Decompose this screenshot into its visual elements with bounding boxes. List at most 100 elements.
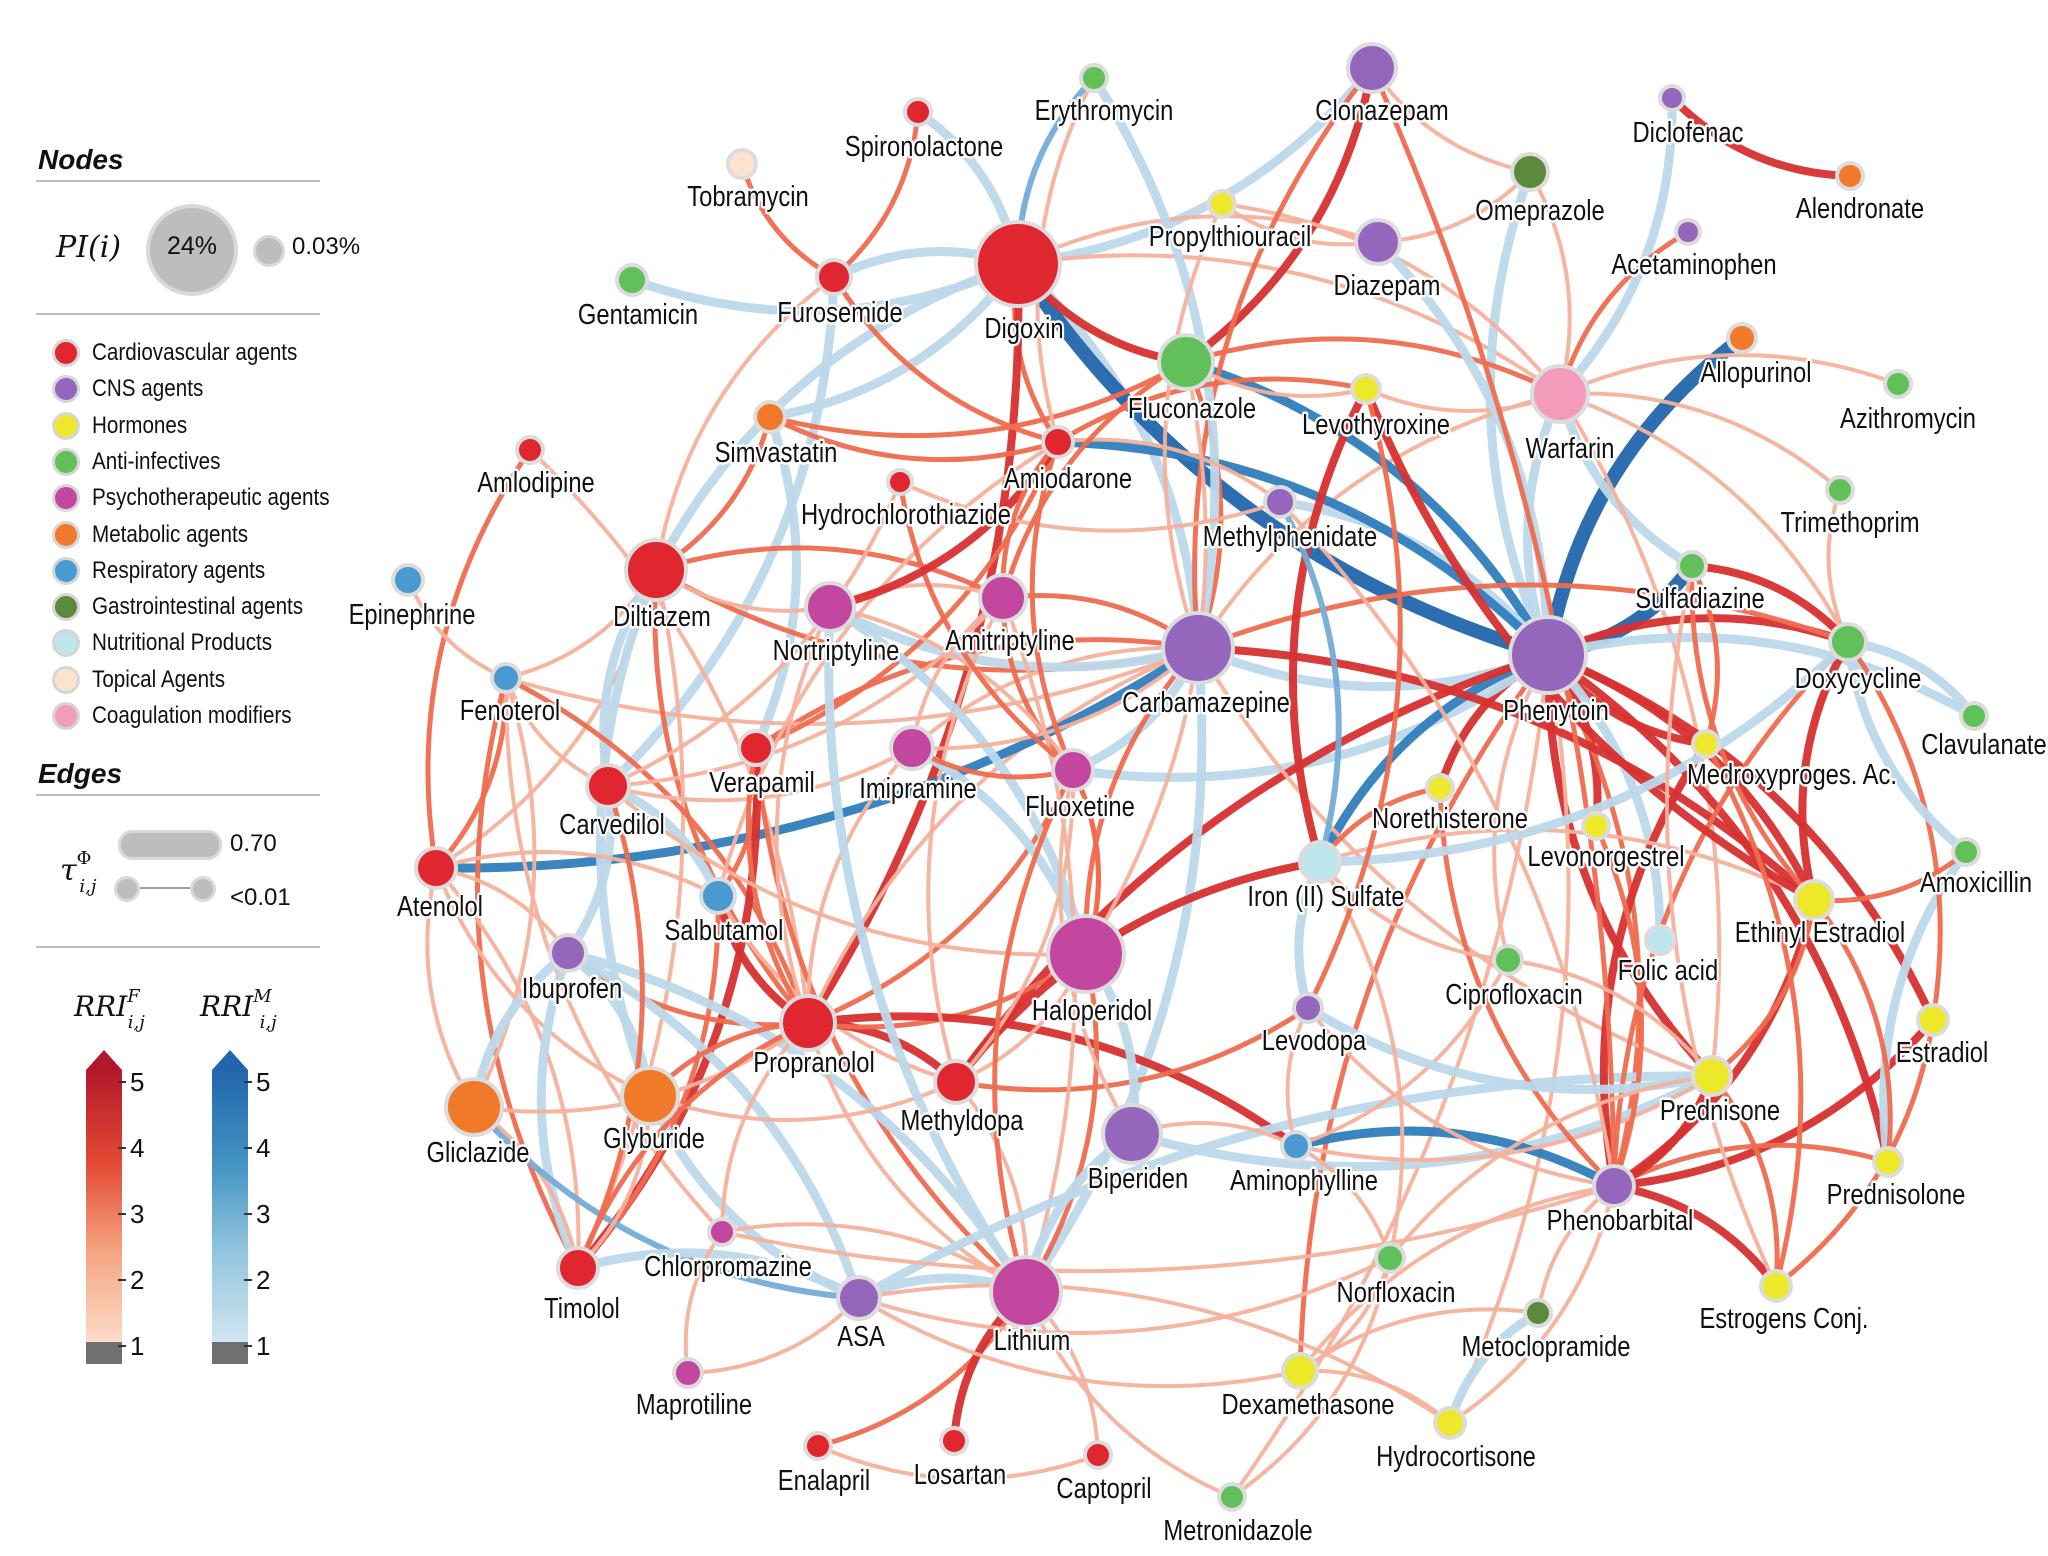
node-Metoclopramide[interactable] bbox=[1523, 1298, 1553, 1328]
node-Clavulanate[interactable] bbox=[1959, 701, 1989, 731]
node-label: Maprotiline bbox=[636, 1388, 752, 1421]
node-Fluoxetine[interactable] bbox=[1051, 748, 1095, 792]
node-Atenolol[interactable] bbox=[414, 846, 458, 890]
node-Lithium[interactable] bbox=[989, 1255, 1063, 1329]
node-Medroxyproges[interactable] bbox=[1691, 729, 1721, 759]
node-Verapamil[interactable] bbox=[737, 729, 775, 767]
node-Imipramine[interactable] bbox=[889, 725, 935, 771]
node-EstrogensConj[interactable] bbox=[1759, 1269, 1793, 1303]
node-label: Norethisterone bbox=[1372, 802, 1528, 835]
edge-Simvastatin-Fluconazole bbox=[767, 359, 1189, 439]
node-Phenytoin[interactable] bbox=[1508, 615, 1588, 695]
node-Methyldopa[interactable] bbox=[933, 1059, 979, 1105]
node-Carbamazepine[interactable] bbox=[1161, 611, 1235, 685]
node-Propylthiouracil[interactable] bbox=[1207, 189, 1237, 219]
rri-female-label: RRIFi,j bbox=[74, 986, 157, 1033]
node-Maprotiline[interactable] bbox=[672, 1357, 704, 1389]
node-Dexamethasone[interactable] bbox=[1281, 1352, 1319, 1390]
node-Furosemide[interactable] bbox=[815, 258, 853, 296]
node-label: Phenobarbital bbox=[1547, 1204, 1694, 1237]
category-label: Anti-infectives bbox=[92, 447, 221, 475]
node-Tobramycin[interactable] bbox=[726, 148, 758, 180]
node-label: Tobramycin bbox=[687, 180, 809, 213]
node-Diazepam[interactable] bbox=[1354, 218, 1402, 266]
node-Iron[interactable] bbox=[1298, 840, 1342, 884]
node-Methylphenidate[interactable] bbox=[1263, 485, 1297, 519]
node-Hydrocortisone[interactable] bbox=[1433, 1406, 1467, 1440]
edge-ASA-Timolol bbox=[573, 1248, 864, 1303]
category-swatch bbox=[52, 665, 80, 694]
edge-Sulfadiazine-Medroxyproges bbox=[1689, 563, 1720, 747]
node-Norfloxacin[interactable] bbox=[1374, 1242, 1406, 1274]
category-label: Topical Agents bbox=[92, 665, 226, 693]
node-Ciprofloxacin[interactable] bbox=[1492, 944, 1524, 976]
node-Epinephrine[interactable] bbox=[391, 563, 425, 597]
node-Haloperidol[interactable] bbox=[1046, 914, 1126, 994]
node-Estradiol[interactable] bbox=[1916, 1003, 1950, 1037]
node-Metronidazole[interactable] bbox=[1217, 1482, 1247, 1512]
node-Allopurinol[interactable] bbox=[1726, 322, 1758, 354]
node-Sulfadiazine[interactable] bbox=[1676, 550, 1708, 582]
edge-Doxycycline-Sulfadiazine bbox=[1688, 562, 1852, 646]
node-Glyburide[interactable] bbox=[620, 1066, 680, 1126]
edge-Warfarin-Fluconazole bbox=[1183, 336, 1563, 397]
node-Losartan[interactable] bbox=[939, 1426, 969, 1456]
node-Aminophylline[interactable] bbox=[1280, 1130, 1312, 1162]
node-Phenobarbital[interactable] bbox=[1592, 1164, 1636, 1208]
node-Trimethoprim[interactable] bbox=[1825, 475, 1855, 505]
node-Hydrochlorothiazide[interactable] bbox=[886, 468, 914, 496]
node-Clonazepam[interactable] bbox=[1346, 42, 1398, 94]
node-Levonorgestrel[interactable] bbox=[1581, 811, 1611, 841]
node-Carvedilol[interactable] bbox=[585, 763, 631, 809]
category-swatch bbox=[52, 447, 80, 476]
node-Amoxicillin[interactable] bbox=[1951, 837, 1981, 867]
node-Erythromycin[interactable] bbox=[1079, 63, 1109, 93]
node-Digoxin[interactable] bbox=[974, 220, 1062, 308]
node-Propranolol[interactable] bbox=[779, 994, 837, 1052]
node-ASA[interactable] bbox=[836, 1275, 882, 1321]
node-EthinylEstradiol[interactable] bbox=[1793, 879, 1835, 921]
node-Biperiden[interactable] bbox=[1101, 1103, 1163, 1165]
node-Simvastatin[interactable] bbox=[753, 400, 787, 434]
node-Levodopa[interactable] bbox=[1292, 992, 1324, 1024]
node-Alendronate[interactable] bbox=[1835, 161, 1865, 191]
node-Amitriptyline[interactable] bbox=[978, 573, 1028, 623]
node-Diltiazem[interactable] bbox=[624, 538, 688, 602]
node-Acetaminophen[interactable] bbox=[1674, 218, 1702, 246]
node-FolicAcid[interactable] bbox=[1644, 924, 1676, 956]
node-Diclofenac[interactable] bbox=[1658, 84, 1686, 112]
edge-Hydrochlorothiazide-Fluoxetine bbox=[897, 479, 1076, 773]
edge-Captopril-Enalapril bbox=[816, 1444, 1100, 1481]
edge-Phenytoin-Estradiol bbox=[1544, 651, 1937, 1024]
node-Prednisolone[interactable] bbox=[1872, 1146, 1904, 1178]
node-Levothyroxine[interactable] bbox=[1350, 373, 1382, 405]
node-Chlorpromazine[interactable] bbox=[707, 1217, 737, 1247]
node-Nortriptyline[interactable] bbox=[804, 581, 856, 633]
node-Captopril[interactable] bbox=[1083, 1440, 1113, 1470]
node-Norethisterone[interactable] bbox=[1425, 773, 1455, 803]
node-Prednisone[interactable] bbox=[1691, 1055, 1733, 1097]
edge-ASA-Maprotiline bbox=[686, 1296, 861, 1375]
node-Fluconazole[interactable] bbox=[1157, 333, 1215, 391]
node-Amlodipine[interactable] bbox=[515, 435, 545, 465]
edge-Metoclopramide-Dexamethasone bbox=[1298, 1307, 1540, 1373]
node-Doxycycline[interactable] bbox=[1828, 622, 1868, 662]
node-Gentamicin[interactable] bbox=[615, 263, 649, 297]
edge-Phenytoin-Prednisone bbox=[1543, 651, 1716, 1080]
node-Spironolactone[interactable] bbox=[903, 97, 933, 127]
node-Salbutamol[interactable] bbox=[699, 877, 737, 915]
node-Gliclazide[interactable] bbox=[444, 1077, 504, 1137]
node-Omeprazole[interactable] bbox=[1510, 152, 1550, 192]
edge-Phenobarbital-EstrogensConj bbox=[1610, 1182, 1780, 1290]
node-Enalapril[interactable] bbox=[803, 1431, 833, 1461]
node-Azithromycin[interactable] bbox=[1883, 369, 1913, 399]
edge-Propranolol-Verapamil bbox=[745, 745, 811, 1026]
node-Warfarin[interactable] bbox=[1530, 364, 1590, 424]
node-label: Losartan bbox=[914, 1458, 1006, 1491]
node-label: Levodopa bbox=[1262, 1024, 1367, 1057]
edge-Verapamil-Amiodarone bbox=[753, 439, 1061, 751]
node-Ibuprofen[interactable] bbox=[548, 933, 588, 973]
node-Fenoterol[interactable] bbox=[490, 662, 522, 694]
node-Amiodarone[interactable] bbox=[1041, 425, 1075, 459]
node-Timolol[interactable] bbox=[556, 1246, 600, 1290]
